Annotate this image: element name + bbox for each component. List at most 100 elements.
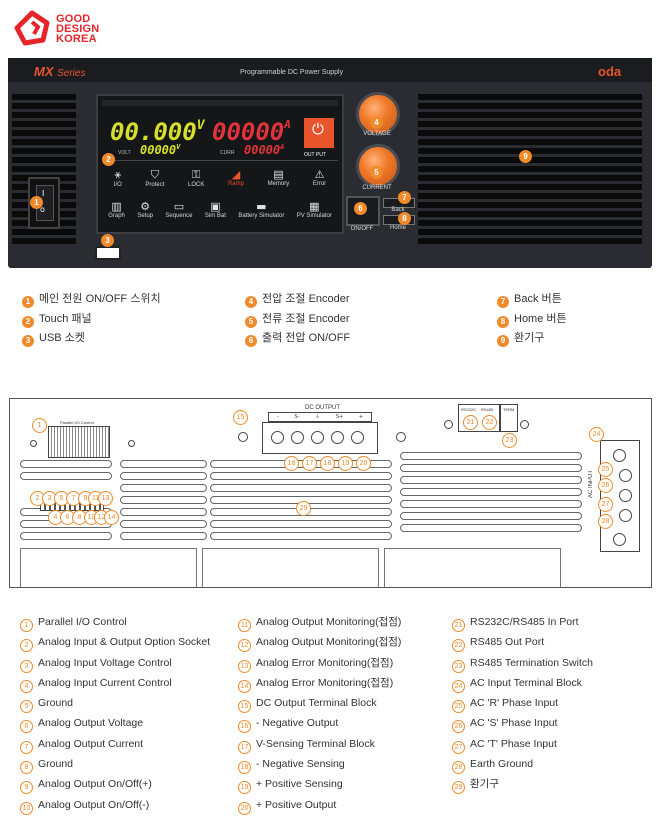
rear-callout-27: 27 <box>598 497 613 512</box>
right-vent <box>418 94 642 244</box>
dc-output-terminal-block[interactable] <box>262 422 378 454</box>
voltage-knob-label: VOLTAGE <box>363 131 391 137</box>
rear-callout-24: 24 <box>589 427 604 442</box>
screen-btn-label: Ramp <box>227 181 244 187</box>
screen-btn-label: LOCK <box>188 182 205 188</box>
screen-btn-label: PV Simulator <box>296 213 332 219</box>
screen-btn-pv[interactable]: ▦PV Simulator <box>297 200 332 228</box>
voltage-value: 00.000 <box>110 118 197 146</box>
rear-callout-22: 22 <box>482 415 497 430</box>
screen-btn-memory[interactable]: ▤Memory <box>268 168 290 196</box>
dc-output-sign-strip: - S- ⏚ S+ + <box>268 412 372 422</box>
sub-voltage-unit: V <box>176 143 181 151</box>
output-label: OUT PUT <box>304 152 326 158</box>
front-header-bar <box>8 58 652 82</box>
rear-callout-28: 28 <box>598 514 613 529</box>
voltage-knob[interactable] <box>356 92 400 136</box>
screen-status-bar <box>102 100 338 106</box>
touch-panel[interactable]: 00.000V 00000A ⏻ OUT PUT VOLT 00000V CUR… <box>96 94 344 234</box>
parallel-io-label: Parallel I/O Control <box>60 420 94 425</box>
callout-1: 1 <box>30 196 43 209</box>
callout-5: 5 <box>370 166 383 179</box>
sub-current-readout: 00000A <box>244 143 284 157</box>
termination-switch[interactable]: TERM <box>500 404 518 432</box>
rear-callout-1: 1 <box>32 418 47 433</box>
ground-screw <box>238 432 248 442</box>
current-value: 00000 <box>212 118 285 146</box>
screen-btn-lock[interactable]: ⚿LOCK <box>188 168 204 196</box>
callout-2: 2 <box>102 153 115 166</box>
rear-legend-item: 16- Negative Output <box>238 713 401 734</box>
screen-btn-label: Sim Bat <box>204 213 226 219</box>
screen-btn-error[interactable]: ⚠Error <box>313 168 326 196</box>
good-design-mark-icon <box>14 10 50 46</box>
rear-vent-slots <box>20 452 582 542</box>
rs485-label: RS485 <box>481 407 494 412</box>
rear-callout-18: 18 <box>320 456 335 471</box>
current-knob-label: CURRENT <box>362 185 392 191</box>
graph-icon: ▥ <box>111 200 122 213</box>
screen-btn-label: Setup <box>137 213 153 219</box>
solar-panel-icon: ▦ <box>309 200 320 213</box>
callout-9: 9 <box>519 150 532 163</box>
screw <box>128 440 135 447</box>
rear-callout-19: 19 <box>338 456 353 471</box>
curr-label: CURR <box>220 150 235 156</box>
rear-callout-15: 15 <box>233 410 248 425</box>
rear-callout-25: 25 <box>598 462 613 477</box>
screen-btn-graph[interactable]: ▥Graph <box>108 200 125 228</box>
usb-port[interactable] <box>95 246 121 260</box>
term-label: TERM <box>503 407 515 412</box>
rear-callout-7: 7 <box>66 491 81 506</box>
terminal-sign: ⏚ <box>315 414 321 420</box>
rear-callout-16: 16 <box>284 456 299 471</box>
screen-btn-ramp[interactable]: ◢Ramp <box>228 168 244 196</box>
parallel-io-connector[interactable] <box>48 426 110 458</box>
screw <box>444 420 453 429</box>
rear-legend-item: 18- Negative Sensing <box>238 754 401 775</box>
sub-current-unit: A <box>280 143 285 151</box>
brand-name: MX <box>34 64 54 79</box>
rear-callout-20: 20 <box>356 456 371 471</box>
current-knob[interactable] <box>356 144 400 188</box>
maker-logo: oda <box>598 64 622 79</box>
dc-output-label: DC OUTPUT <box>305 405 340 411</box>
sub-current-value: 00000 <box>244 143 281 157</box>
logo-line-1: GOOD <box>56 13 91 25</box>
good-design-logo: GOOD DESIGN KOREA <box>14 10 124 50</box>
callout-3: 3 <box>101 234 114 247</box>
screen-btn-setup[interactable]: ⚙Setup <box>137 200 153 228</box>
gear-icon: ⚙ <box>140 200 151 213</box>
back-label: Back <box>391 207 405 213</box>
screen-btn-protect[interactable]: ⛉Protect <box>145 168 164 196</box>
memory-icon: ▤ <box>273 168 284 181</box>
screen-btn-battery[interactable]: ▬Battery Simulator <box>238 200 284 228</box>
sequence-icon: ▭ <box>173 200 185 213</box>
screen-btn-io[interactable]: ⚹I/O <box>114 168 122 196</box>
shield-icon: ⛉ <box>150 168 160 181</box>
screen-btn-label: Memory <box>267 181 290 187</box>
screen-btn-label: Sequence <box>165 213 193 219</box>
output-button[interactable]: ⏻ <box>304 118 334 148</box>
terminal-sign: S- <box>294 414 300 420</box>
screen-btn-sim-bat[interactable]: ▣Sim Bat <box>205 200 226 228</box>
ac-input-terminal-block[interactable] <box>600 440 640 552</box>
screen-btn-label: Graph <box>108 213 125 219</box>
screen-btn-sequence[interactable]: ▭Sequence <box>165 200 192 228</box>
